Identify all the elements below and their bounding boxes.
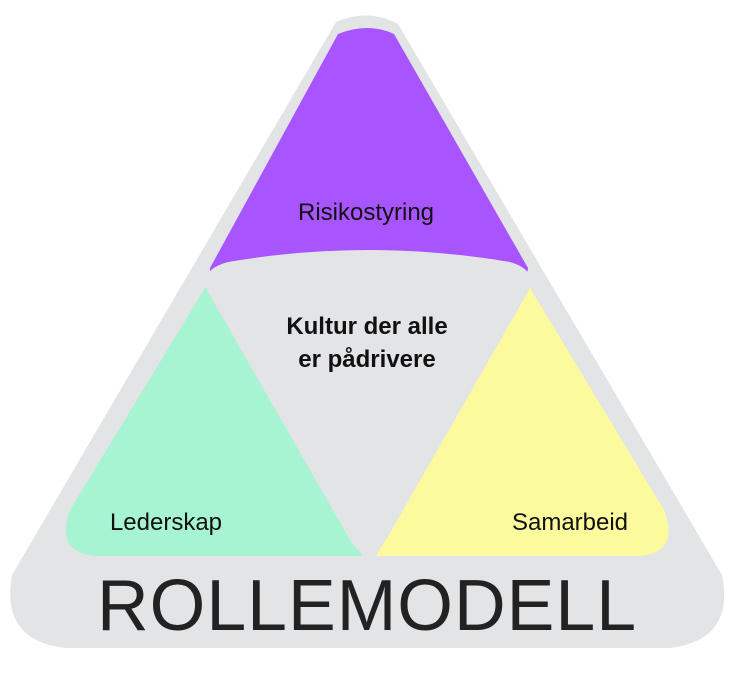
section-top-shape [209, 28, 529, 275]
section-top-label: Risikostyring [298, 199, 434, 226]
base-label: ROLLEMODELL [97, 566, 637, 646]
center-triangle-shape [205, 250, 531, 554]
center-label-line2: er pådrivere [298, 346, 435, 373]
section-right-shape [376, 287, 669, 556]
center-label-line1: Kultur der alle [286, 313, 447, 340]
section-right-label: Samarbeid [512, 509, 628, 536]
section-left-shape [65, 287, 362, 556]
section-left-label: Lederskap [110, 509, 222, 536]
